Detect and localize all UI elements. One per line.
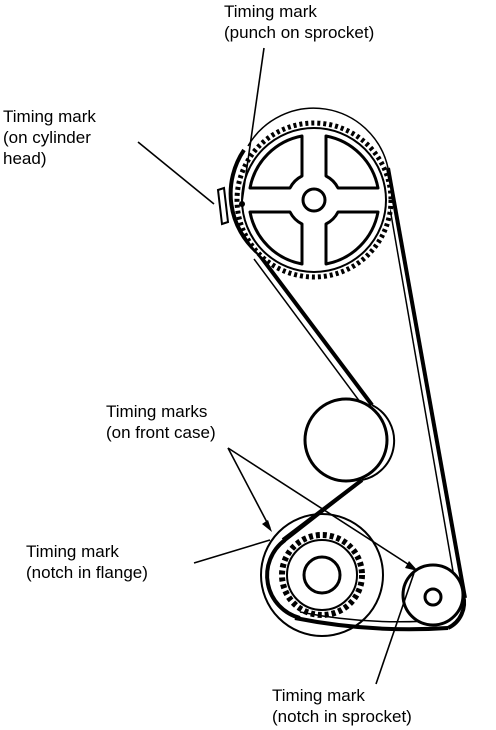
label-flange-mark: Timing mark (notch in flange) (26, 541, 148, 583)
label-line: (on front case) (106, 423, 216, 442)
crankshaft-sprocket (279, 532, 365, 618)
label-line: (punch on sprocket) (224, 23, 375, 42)
timing-belt (228, 107, 467, 632)
crankshaft-flange (260, 513, 384, 637)
label-line: Timing mark (3, 107, 96, 126)
label-line: (notch in flange) (26, 563, 148, 582)
leader-lines (137, 47, 415, 685)
idler-pulley (303, 397, 389, 483)
leader-flange (193, 539, 271, 564)
leader-front-case-right (227, 447, 415, 569)
punch-mark-dot (239, 201, 245, 207)
label-line: (notch in sprocket) (272, 707, 412, 726)
label-front-case-marks: Timing marks (on front case) (106, 401, 216, 443)
leader-front-case-left (227, 447, 271, 529)
label-cam-sprocket-mark: Timing mark (punch on sprocket) (224, 1, 374, 43)
leader-sprocket-notch (375, 572, 415, 685)
label-line: Timing mark (26, 542, 119, 561)
label-crank-sprocket-mark: Timing mark (notch in sprocket) (272, 685, 412, 727)
tensioner-pulley (401, 563, 465, 627)
leader-punch (241, 47, 265, 203)
camshaft-sprocket (234, 120, 394, 280)
cylinder-head-mark-tab (216, 186, 230, 226)
label-line: head) (3, 149, 47, 168)
label-line: Timing marks (106, 402, 208, 421)
label-line: Timing mark (224, 2, 317, 21)
leader-cylinder-head (137, 141, 215, 205)
arrow-heads (262, 520, 418, 571)
label-line: (on cylinder (3, 128, 91, 147)
label-line: Timing mark (272, 686, 365, 705)
label-cylinder-head-mark: Timing mark (on cylinder head) (3, 106, 96, 169)
